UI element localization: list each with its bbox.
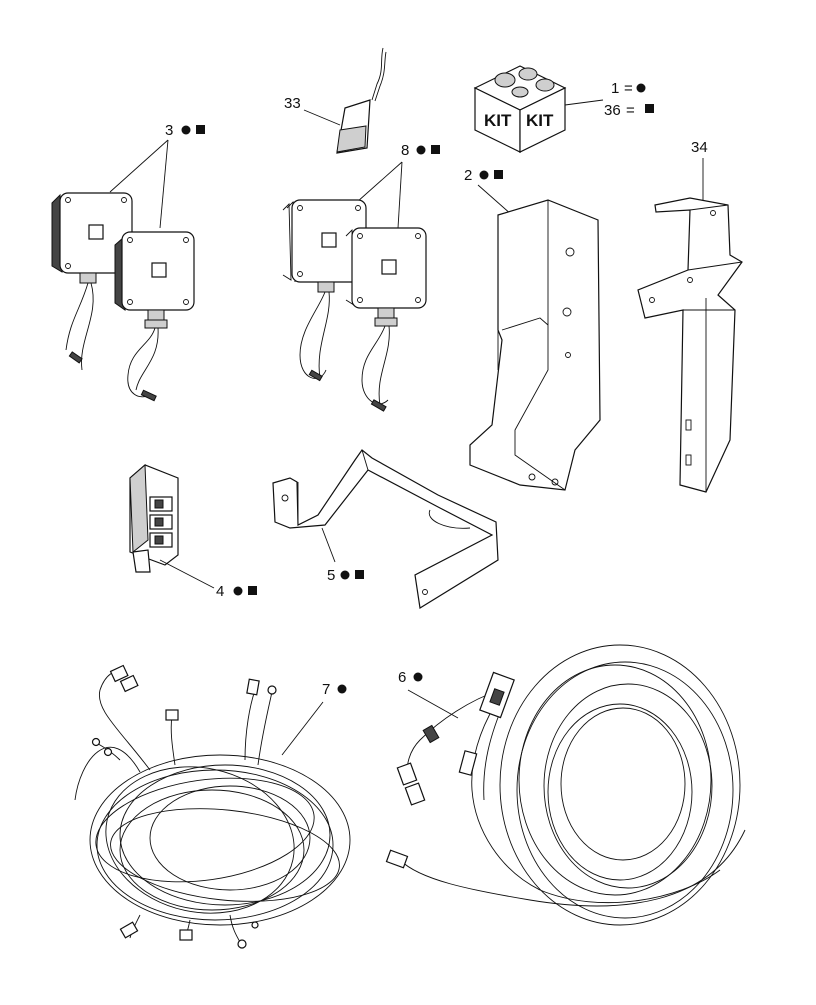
bulb-connector-part-33 bbox=[336, 47, 387, 154]
callout-34: 34 bbox=[691, 139, 708, 156]
equals-sign-36: = bbox=[626, 102, 635, 119]
callout-33: 33 bbox=[284, 95, 301, 112]
square-icon bbox=[355, 570, 364, 579]
work-lamp-3-front bbox=[114, 231, 195, 402]
leader-2 bbox=[477, 184, 513, 216]
circle-icon bbox=[636, 83, 646, 93]
switch-module-part-4 bbox=[129, 463, 179, 573]
leader-6 bbox=[407, 689, 459, 719]
callout-3: 3 bbox=[165, 122, 173, 139]
circle-icon bbox=[233, 586, 243, 596]
leader-5 bbox=[321, 527, 336, 563]
callout-36: 36 bbox=[604, 102, 621, 119]
leader-8a bbox=[356, 161, 403, 203]
circle-icon bbox=[337, 684, 347, 694]
callout-5: 5 bbox=[327, 567, 335, 584]
callout-2: 2 bbox=[464, 167, 472, 184]
square-icon bbox=[645, 104, 654, 113]
work-lamp-8-rear bbox=[282, 199, 367, 382]
callout-4: 4 bbox=[216, 583, 224, 600]
circle-icon bbox=[181, 125, 191, 135]
circle-icon bbox=[416, 145, 426, 155]
circle-icon bbox=[413, 672, 423, 682]
callout-8: 8 bbox=[401, 142, 409, 159]
leader-kit bbox=[564, 99, 604, 106]
square-icon bbox=[196, 125, 205, 134]
kit-label-right: KIT bbox=[526, 111, 554, 130]
kit-box: KIT KIT bbox=[473, 65, 567, 153]
square-icon bbox=[248, 586, 257, 595]
leader-3a bbox=[109, 139, 169, 193]
callout-6: 6 bbox=[398, 669, 406, 686]
leader-8b bbox=[397, 161, 403, 229]
callout-7: 7 bbox=[322, 681, 330, 698]
callout-1: 1 bbox=[611, 80, 619, 97]
kit-label-left: KIT bbox=[484, 111, 512, 130]
cable-harness-part-6 bbox=[385, 644, 746, 926]
circle-icon bbox=[479, 170, 489, 180]
leader-4 bbox=[159, 559, 215, 589]
mounting-bracket-part-2 bbox=[469, 199, 601, 491]
equals-sign-1: = bbox=[624, 80, 633, 97]
support-bracket-part-34 bbox=[637, 197, 743, 493]
wiring-harness-part-7 bbox=[74, 664, 351, 949]
square-icon bbox=[431, 145, 440, 154]
leader-3b bbox=[159, 139, 169, 229]
leader-33 bbox=[303, 109, 341, 126]
work-lamp-8-front bbox=[345, 227, 427, 412]
circle-icon bbox=[340, 570, 350, 580]
square-icon bbox=[494, 170, 503, 179]
strap-bracket-part-5 bbox=[272, 449, 499, 609]
leader-7 bbox=[281, 701, 324, 756]
